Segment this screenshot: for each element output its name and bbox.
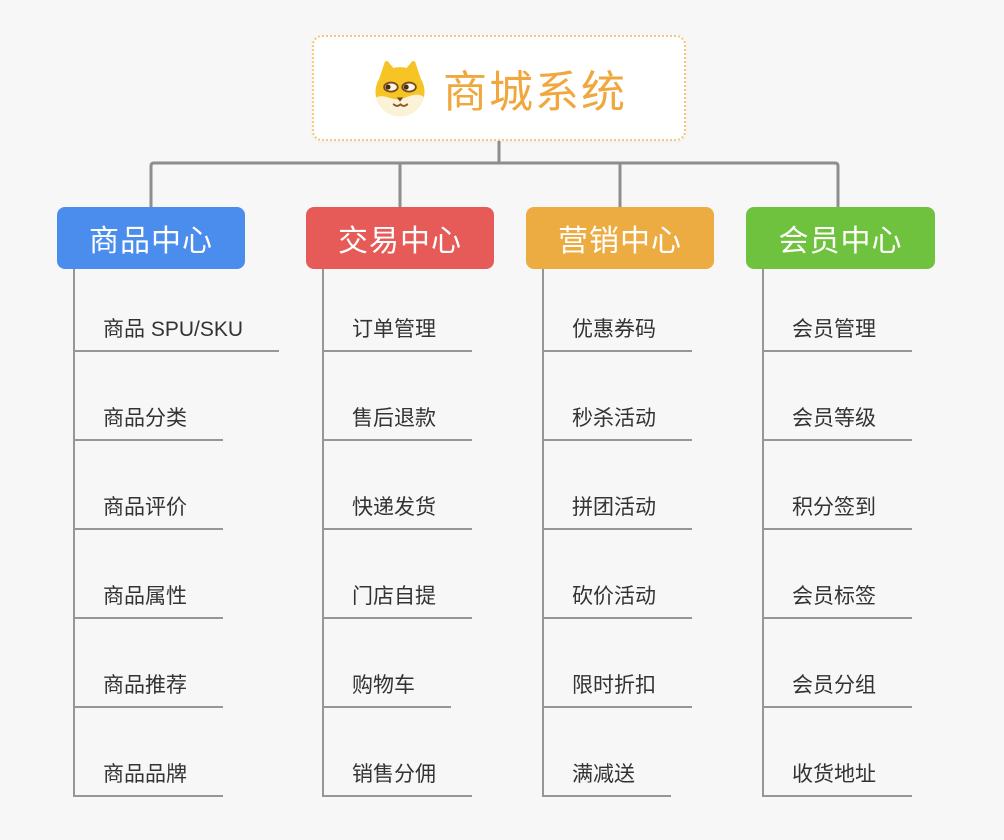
child-node-label: 积分签到 [792,496,876,519]
child-node-label: 满减送 [572,763,635,786]
shiba-dog-icon [375,60,425,117]
child-node[interactable]: 拼团活动 [544,441,692,530]
child-node[interactable]: 限时折扣 [544,619,692,708]
branch-box-trade-center[interactable]: 交易中心 [306,207,494,269]
child-node[interactable]: 会员等级 [764,352,912,441]
branch-label: 会员中心 [778,225,903,258]
child-node[interactable]: 优惠券码 [544,269,692,352]
branch-box-product-center[interactable]: 商品中心 [57,207,245,269]
child-node[interactable]: 积分签到 [764,441,912,530]
child-node-label: 商品 SPU/SKU [103,318,244,341]
branch-label: 营销中心 [558,225,682,258]
child-node-label: 砍价活动 [572,585,656,608]
child-node[interactable]: 秒杀活动 [544,352,692,441]
branch-children-trade-center: 订单管理 售后退款 快递发货 门店自提 购物车 销售分佣 [322,269,472,797]
child-node-label: 商品评价 [103,496,187,519]
child-node[interactable]: 售后退款 [324,352,472,441]
child-node[interactable]: 满减送 [544,708,671,797]
child-node-label: 商品推荐 [103,674,187,697]
child-node-label: 售后退款 [352,407,436,430]
child-node-label: 快递发货 [352,496,436,519]
branch-children-product-center: 商品 SPU/SKU 商品分类 商品评价 商品属性 商品推荐 商品品牌 [73,269,280,797]
child-node[interactable]: 商品评价 [75,441,223,530]
child-node-label: 订单管理 [352,318,436,341]
branch-label: 交易中心 [338,225,462,258]
branch-box-marketing-center[interactable]: 营销中心 [526,207,714,269]
child-node[interactable]: 订单管理 [324,269,472,352]
child-node[interactable]: 商品分类 [75,352,223,441]
root-node[interactable]: 商城系统 [312,35,686,141]
child-node-label: 商品品牌 [103,763,187,786]
branch-children-member-center: 会员管理 会员等级 积分签到 会员标签 会员分组 收货地址 [762,269,912,797]
root-to-branches-connector [149,141,840,207]
child-node-label: 拼团活动 [572,496,656,519]
child-node-label: 会员标签 [792,585,876,608]
child-node-label: 会员分组 [792,674,876,697]
child-node[interactable]: 门店自提 [324,530,472,619]
child-node[interactable]: 会员标签 [764,530,912,619]
branch-label: 商品中心 [89,225,213,258]
child-node[interactable]: 销售分佣 [324,708,472,797]
branch-children-marketing-center: 优惠券码 秒杀活动 拼团活动 砍价活动 限时折扣 满减送 [542,269,692,797]
child-node[interactable]: 商品 SPU/SKU [75,269,280,352]
child-node[interactable]: 商品属性 [75,530,223,619]
child-node-label: 秒杀活动 [572,407,656,430]
child-node-label: 收货地址 [792,763,876,786]
child-node[interactable]: 会员分组 [764,619,912,708]
child-node-label: 限时折扣 [572,674,656,697]
child-node-label: 会员管理 [792,318,876,341]
root-title: 商城系统 [443,68,627,117]
child-node-label: 商品属性 [103,585,187,608]
child-node-label: 商品分类 [103,407,187,430]
child-node-label: 销售分佣 [352,763,436,786]
child-node[interactable]: 砍价活动 [544,530,692,619]
child-node-label: 会员等级 [792,407,876,430]
child-node-label: 购物车 [352,674,415,697]
branch-box-member-center[interactable]: 会员中心 [746,207,935,269]
child-node[interactable]: 商品推荐 [75,619,223,708]
child-node-label: 门店自提 [352,585,436,608]
child-node[interactable]: 收货地址 [764,708,912,797]
child-node[interactable]: 购物车 [324,619,451,708]
child-node-label: 优惠券码 [572,318,656,341]
child-node[interactable]: 商品品牌 [75,708,223,797]
child-node[interactable]: 快递发货 [324,441,472,530]
child-node[interactable]: 会员管理 [764,269,912,352]
